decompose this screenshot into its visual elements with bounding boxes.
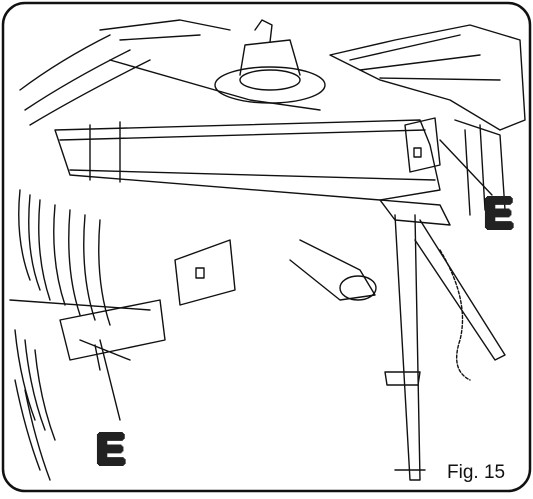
lower-arm-bracket — [59, 299, 166, 361]
left-tines-group-b — [68, 209, 111, 326]
tine-arms-upper — [19, 34, 151, 126]
drawbar — [414, 219, 506, 361]
lower-arm-rod — [9, 299, 151, 311]
rotor-hub-top — [239, 69, 301, 91]
gearbox-housing — [239, 39, 301, 76]
frame-beam-end — [89, 121, 121, 183]
stand-clamp — [379, 199, 451, 226]
left-tines-group-c — [14, 329, 56, 441]
tine-arm-brace — [109, 59, 321, 111]
callout-line-left — [99, 339, 121, 421]
tine-arm-tops — [99, 19, 231, 41]
gearbox-shaft — [254, 19, 273, 43]
left-tines-group-a — [18, 189, 66, 306]
parking-stand-leg — [394, 214, 421, 481]
chain-link — [439, 249, 471, 381]
right-end-plate — [404, 117, 441, 173]
pto-shaft-cone — [289, 239, 376, 301]
stand-foot — [384, 371, 421, 386]
rotor-guard-panel — [329, 24, 526, 131]
callout-label-e-right: E — [484, 189, 514, 238]
frame-beam-edges — [59, 129, 436, 181]
rotor-hub — [214, 66, 326, 104]
guard-panel-lines — [349, 34, 501, 81]
pto-shaft-end — [339, 275, 377, 301]
figure-caption: Fig. 15 — [445, 462, 508, 484]
left-tines-group-d — [14, 379, 51, 481]
callout-line-right — [439, 139, 493, 196]
callout-label-e-left: E — [96, 425, 126, 474]
shield-plate-slot — [195, 267, 205, 279]
right-side-tines — [454, 119, 506, 216]
main-frame-beam — [54, 119, 441, 201]
lower-arm-detail — [79, 339, 131, 371]
end-plate-slot — [413, 147, 422, 158]
center-shield-plate — [174, 239, 236, 306]
